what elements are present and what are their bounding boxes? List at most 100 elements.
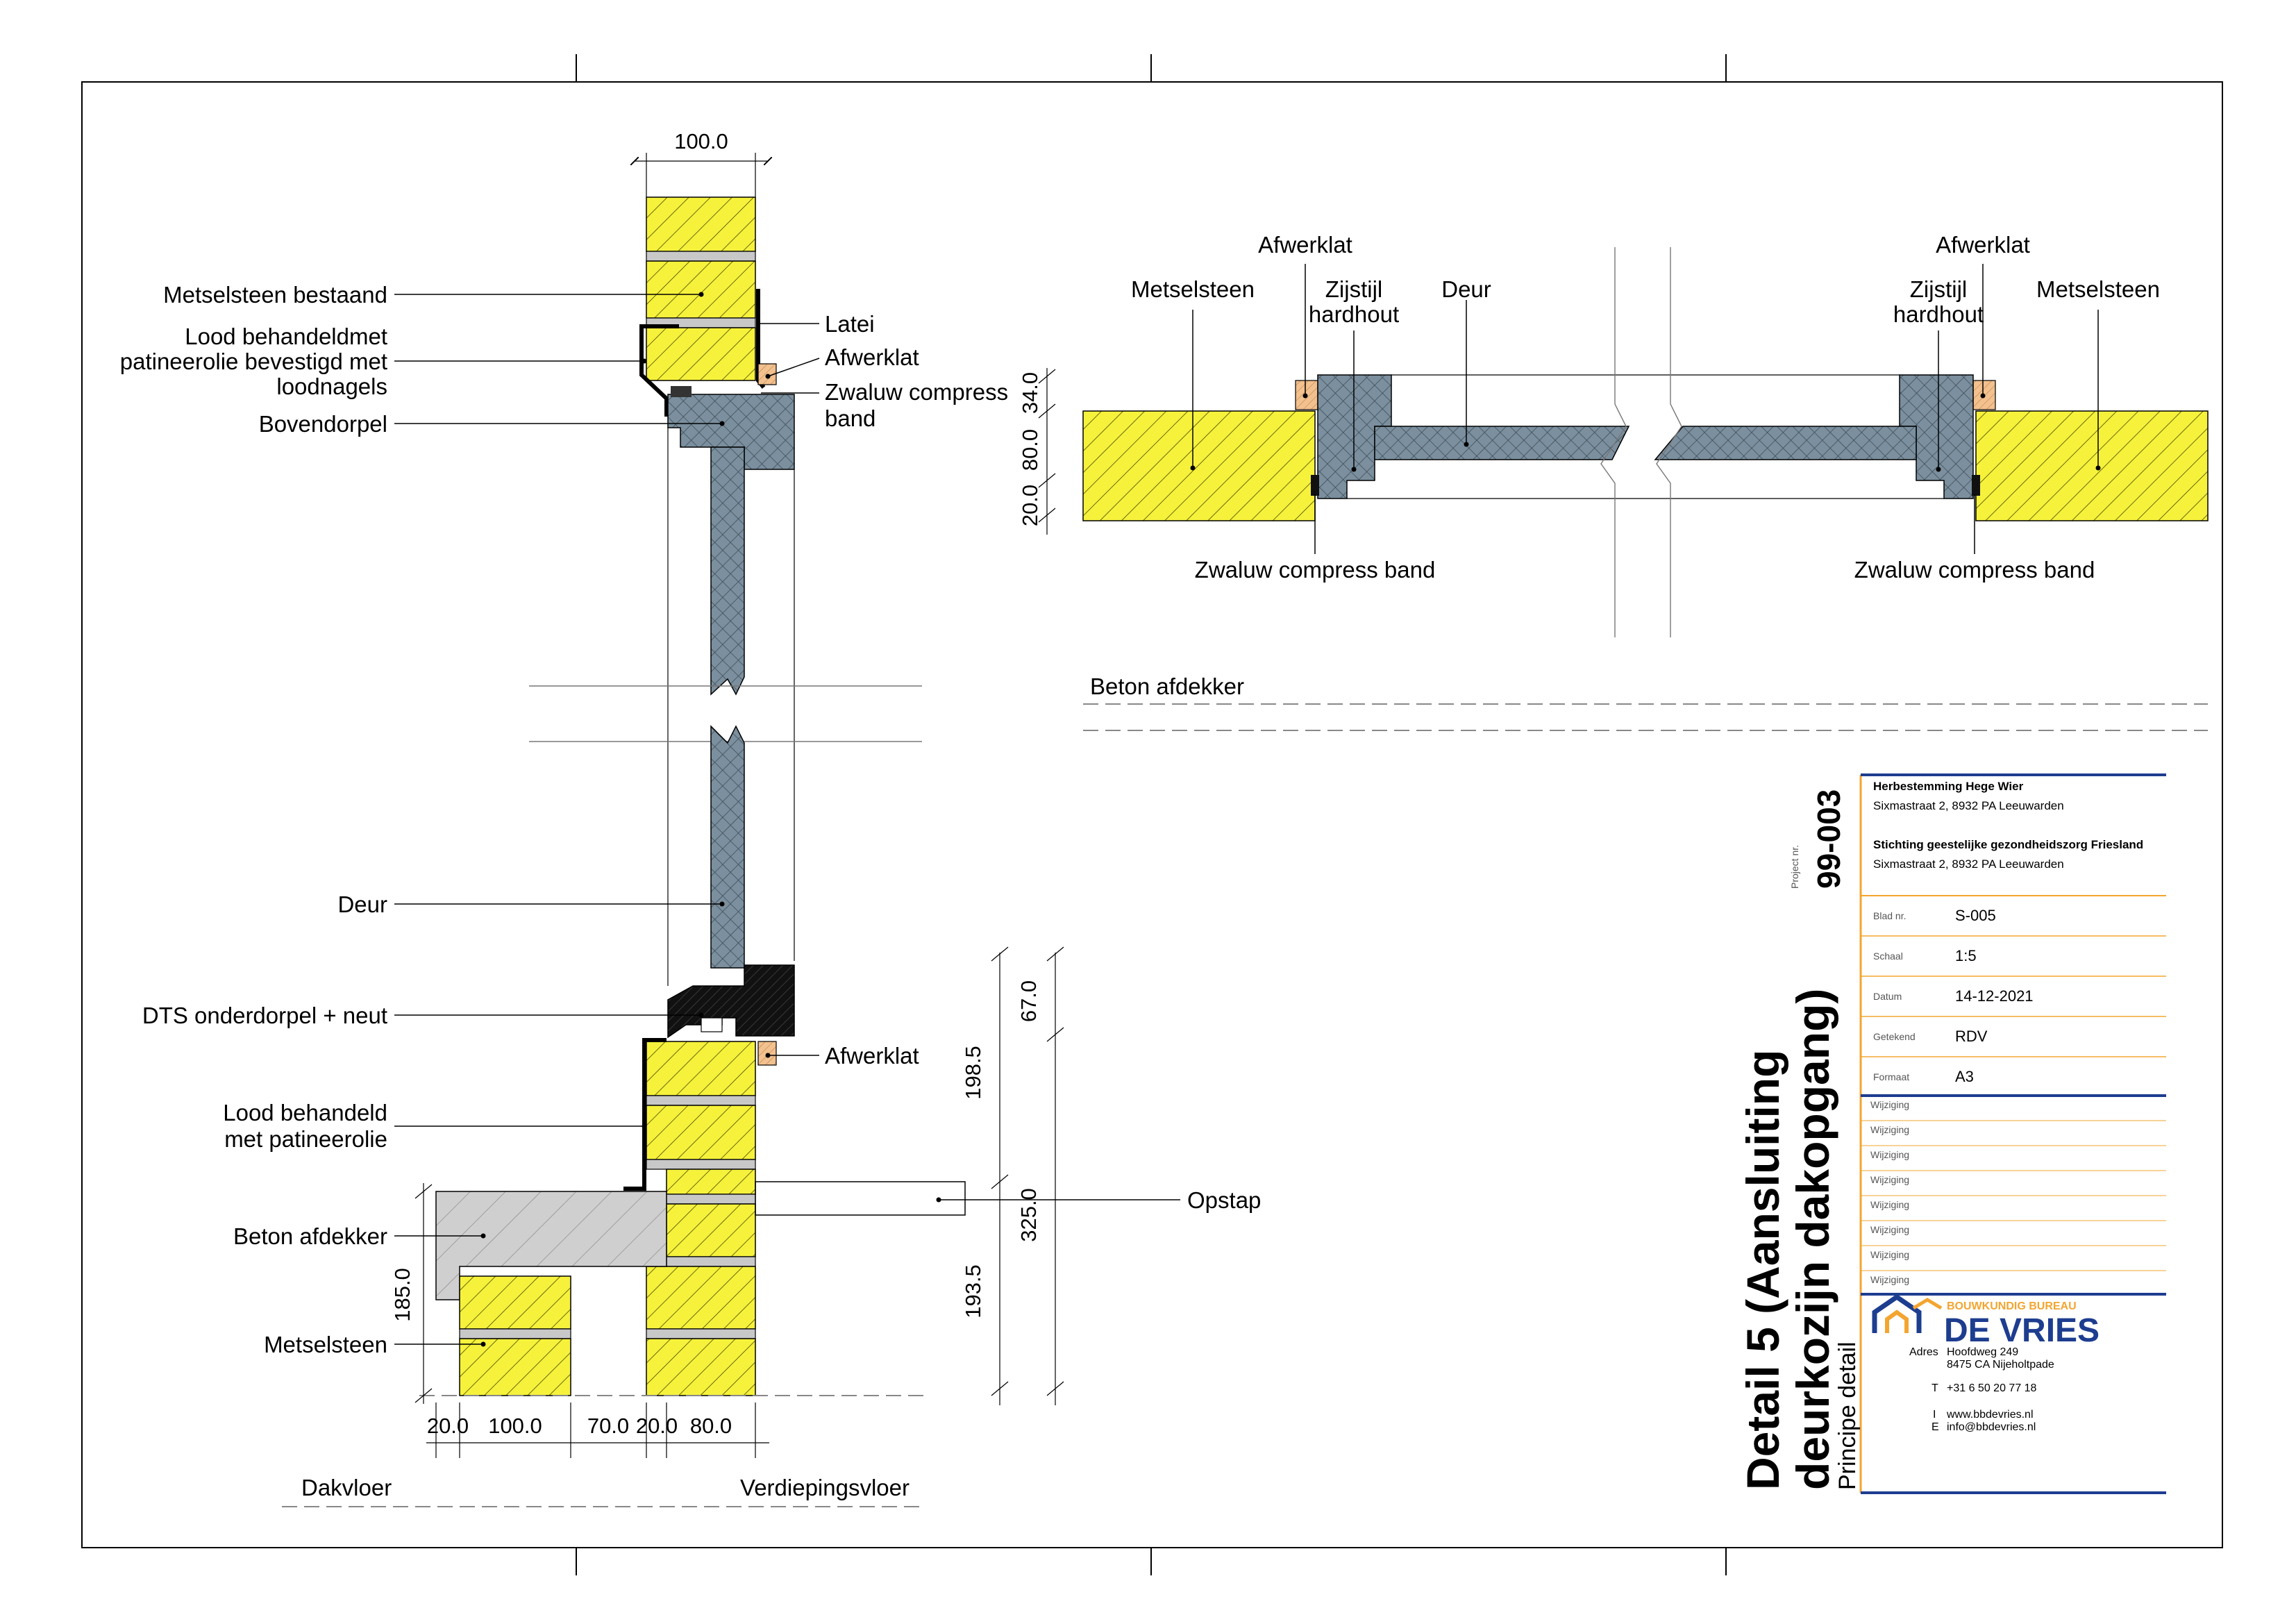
- svg-text:Formaat: Formaat: [1873, 1071, 1909, 1082]
- plan-label-finishing-strip-left: Afwerklat: [1258, 232, 1352, 258]
- label-lead-bottom-2: met patineerolie: [224, 1126, 387, 1152]
- company-phone: +31 6 50 20 77 18: [1947, 1382, 2037, 1394]
- svg-text:20.0: 20.0: [636, 1414, 678, 1438]
- plan-jamb-right: [1899, 374, 1974, 499]
- drawing-subtitle: Principe detail: [1834, 1341, 1861, 1490]
- bottom-brick-wall: [646, 1041, 756, 1396]
- svg-text:Wijziging: Wijziging: [1870, 1199, 1909, 1210]
- plan-label-brick-right: Metselsteen: [2036, 276, 2160, 302]
- project-number: 99-003: [1811, 789, 1847, 889]
- svg-text:20.0: 20.0: [427, 1414, 469, 1438]
- compress-band-top: [671, 386, 692, 397]
- drawing-title-2: deurkozijn dakopgang): [1787, 989, 1838, 1490]
- section-detail: 100.0 198.5 193.5 67.0 325.0 185.0: [120, 129, 1262, 1507]
- project-address: Sixmastraat 2, 8932 PA Leeuwarden: [1873, 799, 2064, 812]
- door-leaf-upper: [710, 446, 745, 696]
- plan-compress-band-left: [1311, 475, 1319, 496]
- project-name: Herbestemming Hege Wier: [1873, 780, 2024, 793]
- svg-text:67.0: 67.0: [1016, 980, 1041, 1022]
- company-email: info@bbdevries.nl: [1947, 1421, 2036, 1433]
- company-website: www.bbdevries.nl: [1946, 1409, 2034, 1421]
- dts-threshold: [667, 964, 795, 1039]
- svg-text:T: T: [1932, 1382, 1938, 1394]
- lead-flashing-bottom: [623, 1038, 667, 1191]
- sheet-number: S-005: [1955, 907, 1996, 924]
- label-concrete-coping: Beton afdekker: [233, 1223, 387, 1249]
- drawn-by: RDV: [1955, 1028, 1988, 1045]
- plan-compress-band-right: [1972, 475, 1980, 496]
- label-finishing-strip-bottom: Afwerklat: [825, 1043, 919, 1069]
- plan-label-concrete-coping: Beton afdekker: [1090, 673, 1244, 699]
- plan-label-jamb-right-1: Zijstijl: [1910, 276, 1967, 302]
- plan-label-jamb-left-1: Zijstijl: [1325, 276, 1382, 302]
- company-name: DE VRIES: [1944, 1312, 2100, 1349]
- svg-text:34.0: 34.0: [1018, 372, 1042, 414]
- svg-text:Getekend: Getekend: [1873, 1031, 1916, 1042]
- project-number-label: Project nr.: [1789, 845, 1800, 889]
- plan-door-left: [1374, 426, 1630, 460]
- label-step: Opstap: [1187, 1187, 1261, 1213]
- svg-text:Schaal: Schaal: [1873, 951, 1903, 962]
- company-address-2: 8475 CA Nijeholtpade: [1947, 1359, 2054, 1371]
- plan-label-compress-band-right: Zwaluw compress band: [1854, 557, 2095, 583]
- label-finishing-strip-top: Afwerklat: [825, 344, 919, 370]
- label-lead-bottom-1: Lood behandeld: [223, 1100, 387, 1125]
- svg-text:Wijziging: Wijziging: [1870, 1249, 1909, 1260]
- plan-brick-right: [1975, 410, 2209, 521]
- label-brick: Metselsteen: [264, 1332, 387, 1357]
- label-lintel: Latei: [825, 311, 875, 337]
- scale: 1:5: [1955, 947, 1977, 964]
- plan-door-right: [1654, 426, 1917, 460]
- svg-text:80.0: 80.0: [1018, 429, 1042, 471]
- dimension-top: 100.0: [635, 129, 768, 197]
- svg-text:100.0: 100.0: [488, 1414, 542, 1438]
- svg-text:I: I: [1933, 1409, 1936, 1421]
- label-lead-1: Lood behandeldmet: [185, 324, 387, 349]
- title-block: Herbestemming Hege Wier Sixmastraat 2, 8…: [1737, 773, 2166, 1494]
- client-name: Stichting geestelijke gezondheidszorg Fr…: [1873, 838, 2143, 851]
- svg-text:70.0: 70.0: [587, 1414, 629, 1438]
- label-lead-3: loodnagels: [276, 374, 387, 399]
- label-door: Deur: [337, 891, 387, 917]
- plan-label-door: Deur: [1441, 276, 1491, 302]
- svg-text:Adres: Adres: [1909, 1346, 1938, 1358]
- plan-labels: Afwerklat Afwerklat Metselsteen Metselst…: [1090, 232, 2160, 699]
- dimension-left: 185.0: [390, 1183, 433, 1404]
- concrete-coping: [435, 1191, 667, 1300]
- svg-text:80.0: 80.0: [690, 1414, 732, 1438]
- plan-label-compress-band-left: Zwaluw compress band: [1195, 557, 1436, 583]
- svg-text:Blad nr.: Blad nr.: [1873, 910, 1906, 921]
- plan-break-lines: [1600, 247, 1682, 637]
- label-roof-floor: Dakvloer: [301, 1475, 392, 1500]
- sheet-border: [81, 81, 2223, 1548]
- label-compress-band-1: Zwaluw compress: [825, 379, 1008, 405]
- svg-text:Wijziging: Wijziging: [1870, 1149, 1909, 1160]
- section-labels: Metselsteen bestaand Lood behandeldmet p…: [120, 282, 1262, 1500]
- label-lead-2: patineerolie bevestigd met: [120, 349, 387, 374]
- svg-text:185.0: 185.0: [390, 1268, 414, 1322]
- dimensions-bottom: 20.0 100.0 70.0 20.0 80.0: [426, 1403, 769, 1458]
- svg-text:Wijziging: Wijziging: [1870, 1099, 1909, 1110]
- company-logo: BOUWKUNDIG BUREAU DE VRIES: [1872, 1294, 2100, 1349]
- svg-text:20.0: 20.0: [1018, 485, 1042, 526]
- label-threshold: DTS onderdorpel + neut: [142, 1003, 387, 1028]
- plan-jamb-left: [1317, 374, 1392, 499]
- lead-flashing-top-2: [639, 324, 679, 417]
- plan-detail: 34.0 80.0 20.0 Afwerklat Afwerklat Metse…: [1018, 232, 2209, 731]
- plan-label-finishing-strip-right: Afwerklat: [1936, 232, 2030, 258]
- svg-text:Wijziging: Wijziging: [1870, 1274, 1909, 1285]
- svg-text:198.5: 198.5: [961, 1046, 985, 1100]
- svg-text:325.0: 325.0: [1016, 1188, 1041, 1242]
- step: [755, 1181, 966, 1216]
- section-leaders: [394, 292, 1180, 1347]
- svg-text:Wijziging: Wijziging: [1870, 1124, 1909, 1135]
- svg-text:Datum: Datum: [1873, 991, 1902, 1002]
- label-existing-brick: Metselsteen bestaand: [163, 282, 387, 308]
- company-address-1: Hoofdweg 249: [1947, 1346, 2018, 1358]
- paper-format: A3: [1955, 1068, 1974, 1085]
- break-lines: [529, 685, 922, 742]
- company-tagline: BOUWKUNDIG BUREAU: [1947, 1300, 2077, 1312]
- sheet-grid-ticks: [576, 54, 1727, 1575]
- plan-leaders: [1190, 264, 2101, 554]
